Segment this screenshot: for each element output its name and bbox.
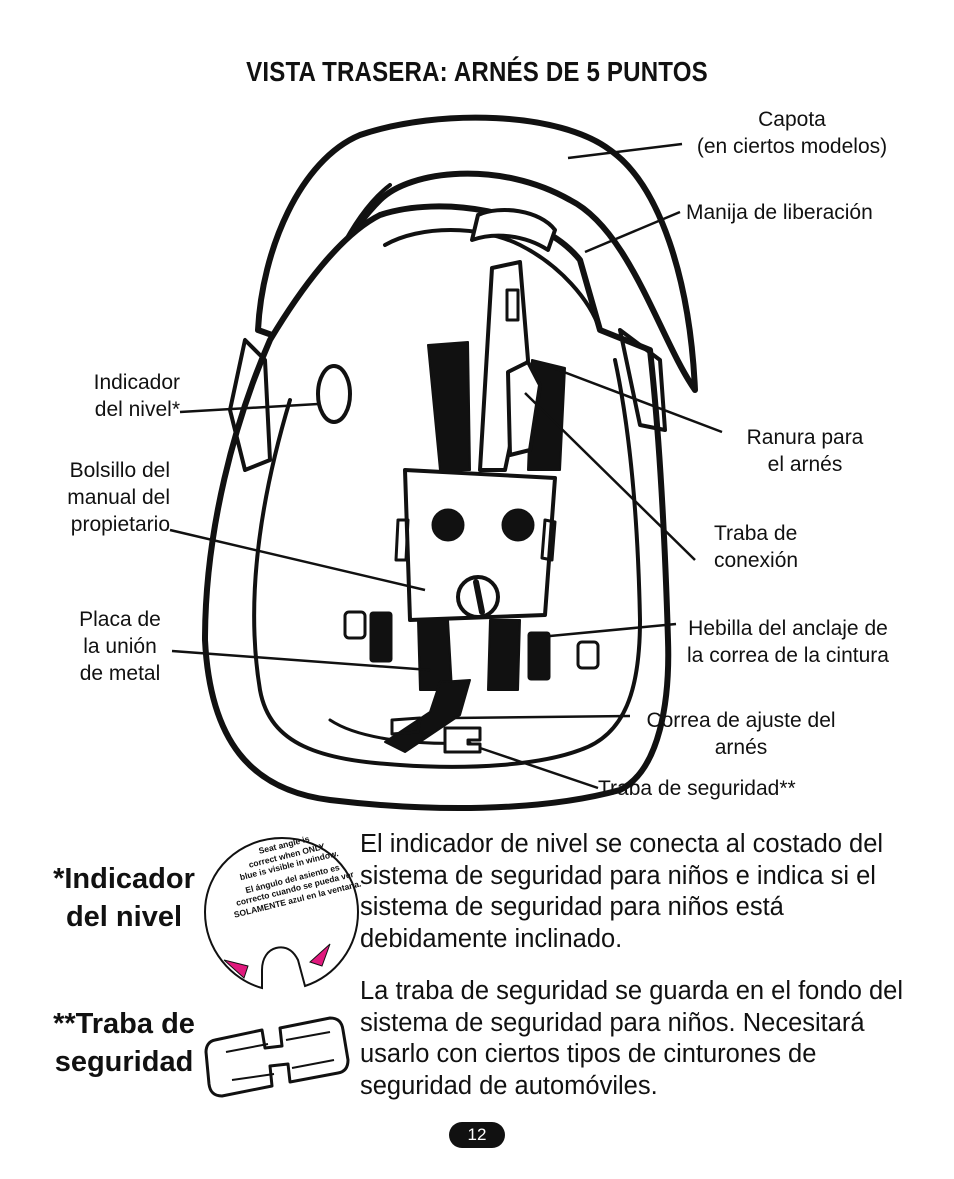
harness-strap-left	[427, 341, 471, 471]
canopy	[255, 114, 698, 393]
label-capota: Capota (en ciertos modelos)	[696, 108, 888, 158]
magenta-arrow-right-icon	[309, 943, 331, 967]
label-traba-conexion: Traba de conexión	[714, 522, 799, 572]
indicator-description: El indicador de nivel se conecta al cost…	[360, 830, 884, 953]
label-indicador: Indicador del nivel*	[93, 371, 180, 421]
release-handle	[470, 208, 557, 252]
page-title: VISTA TRASERA: ARNÉS DE 5 PUNTOS	[246, 56, 708, 87]
magenta-arrow-left-icon	[223, 959, 249, 979]
label-placa: Placa de la unión de metal	[79, 608, 161, 685]
label-bolsillo: Bolsillo del manual del propietario	[67, 459, 170, 536]
page-number: 12	[449, 1122, 505, 1148]
label-manija: Manija de liberación	[686, 201, 873, 224]
label-correa: Correa de ajuste del arnés	[646, 709, 836, 759]
label-traba-seguridad: Traba de seguridad**	[598, 777, 796, 800]
level-indicator-knob	[316, 364, 352, 424]
indicator-heading: *Indicador del nivel	[53, 863, 195, 933]
safety-lock-clip	[204, 1016, 350, 1098]
lock-description: La traba de seguridad se guarda en el fo…	[360, 977, 903, 1100]
label-ranura: Ranura para el arnés	[746, 426, 864, 476]
label-hebilla: Hebilla del anclaje de la correa de la c…	[687, 617, 889, 667]
level-indicator-sticker	[203, 836, 360, 990]
lock-heading: **Traba de seguridad	[53, 1008, 195, 1078]
